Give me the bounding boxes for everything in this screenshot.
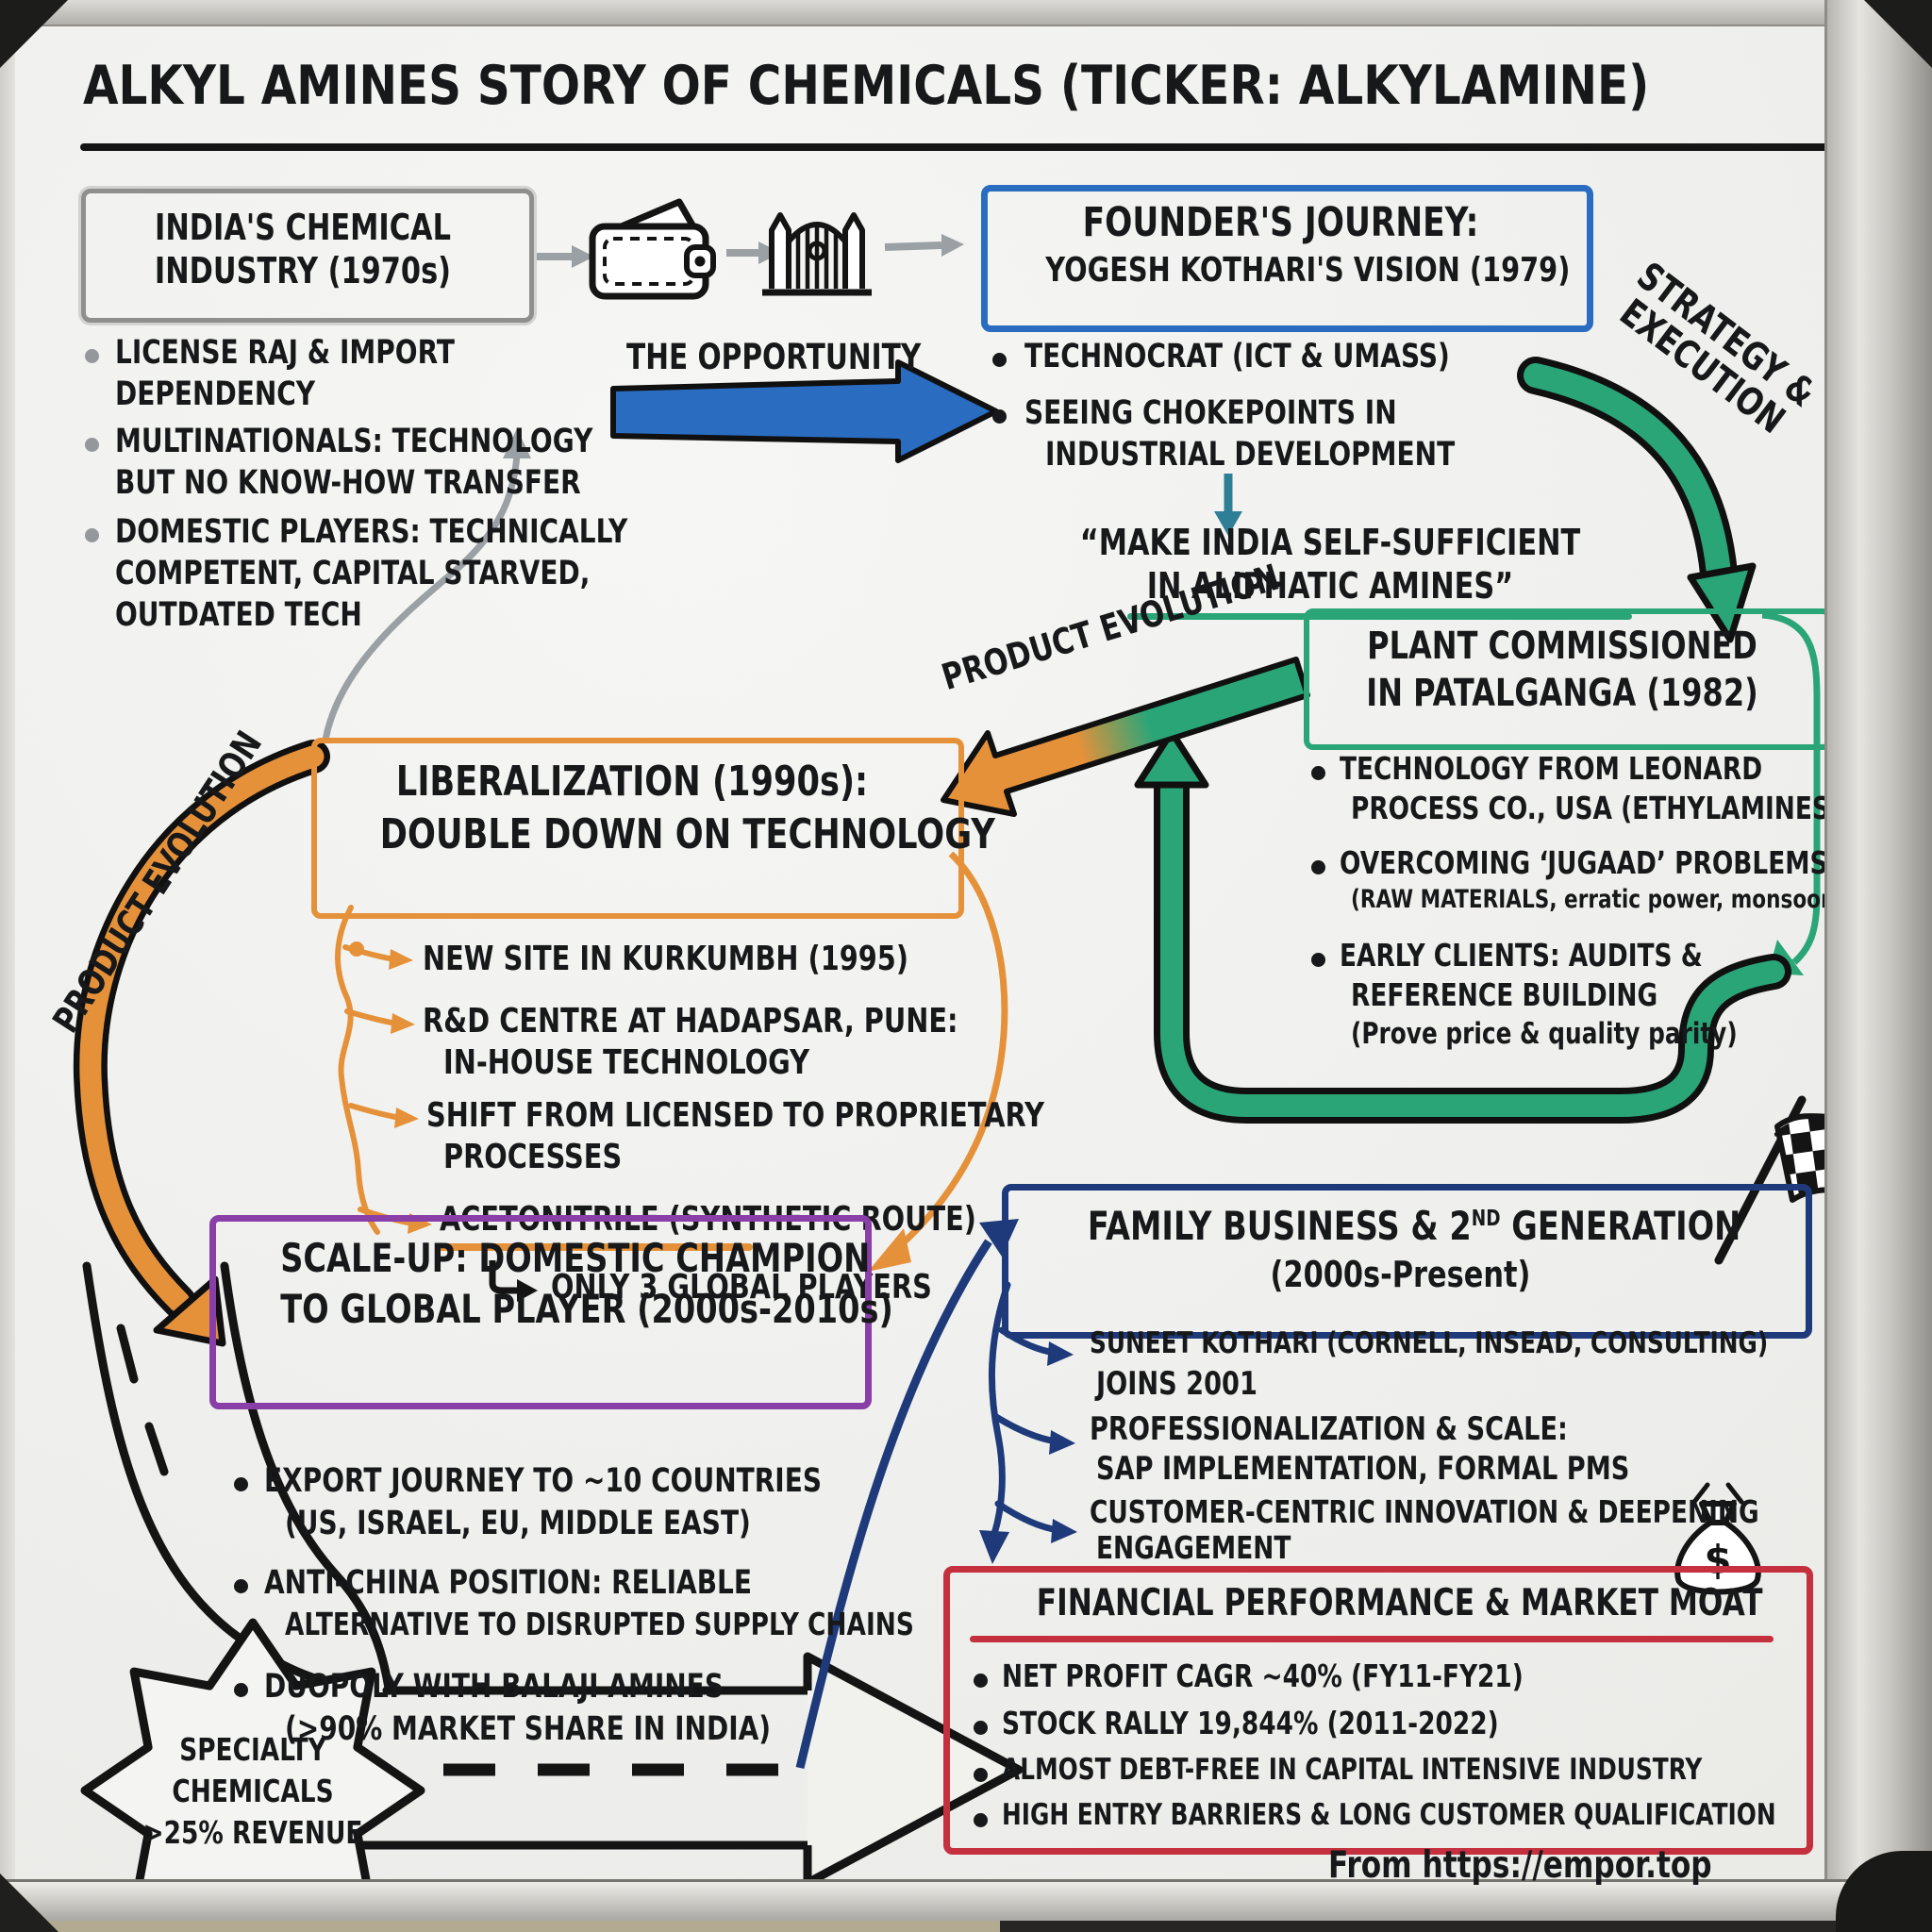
scaleup-title-2: TO GLOBAL PLAYER (2000s-2010s): [280, 1286, 893, 1332]
dollar-glyph: $: [1704, 1537, 1731, 1583]
frame-top: [0, 0, 1932, 26]
family-bullet: ENGAGEMENT: [1096, 1529, 1291, 1566]
family-branch-arrows: [979, 1281, 1077, 1564]
frame-bottom-right-strip: [1000, 1921, 1932, 1932]
financial-title: FINANCIAL PERFORMANCE & MARKET MOAT: [1036, 1582, 1763, 1624]
feedback-loop-arrow: [1134, 728, 1791, 1124]
navy-curve-arrow: [795, 1219, 1019, 1770]
scaleup-bullet: (>90% MARKET SHARE IN INDIA): [285, 1710, 772, 1748]
liberalization-box: [311, 738, 964, 919]
financial-bullet: HIGH ENTRY BARRIERS & LONG CUSTOMER QUAL…: [1002, 1798, 1776, 1832]
sub-bullet-arrow-icon: [489, 1260, 538, 1302]
lib-bullet: R&D CENTRE AT HADAPSAR, PUNE:: [423, 1002, 958, 1041]
product-evolution-arrow-mid: [941, 657, 1310, 817]
page-title: ALKYL AMINES STORY OF CHEMICALS (TICKER:…: [83, 55, 1650, 117]
family-bullet: PROFESSIONALIZATION & SCALE:: [1090, 1410, 1568, 1448]
product-evolution-arrow-left: [73, 740, 330, 1347]
lib-bullet: IN-HOUSE TECHNOLOGY: [443, 1043, 809, 1082]
india-bullet: DEPENDENCY: [115, 375, 316, 413]
family-bullet: JOINS 2001: [1096, 1365, 1257, 1403]
family-title: FAMILY BUSINESS & 2ND GENERATION: [1087, 1203, 1740, 1249]
wallet-icon: [589, 198, 716, 300]
founder-title-1: FOUNDER'S JOURNEY:: [1082, 199, 1479, 246]
scaleup-bullet: (US, ISRAEL, EU, MIDDLE EAST): [285, 1505, 751, 1542]
plant-title-1: PLANT COMMISSIONED: [1367, 625, 1757, 668]
india-bullet: MULTINATIONALS: TECHNOLOGY: [115, 423, 593, 460]
plant-bullet: OVERCOMING ‘JUGAAD’ PROBLEMS: [1340, 844, 1828, 881]
plant-bullet: (Prove price & quality parity): [1351, 1017, 1738, 1051]
star-text: >25% REVENUE: [142, 1814, 363, 1851]
plant-bullet: EARLY CLIENTS: AUDITS &: [1340, 937, 1703, 974]
india-bullet: OUTDATED TECH: [115, 596, 362, 634]
family-title-post: GENERATION: [1500, 1203, 1741, 1249]
plant-bullet: TECHNOLOGY FROM LEONARD: [1340, 750, 1763, 787]
financial-bullet: STOCK RALLY 19,844% (2011-2022): [1002, 1705, 1499, 1741]
family-bullet: SUNEET KOTHARI (CORNELL, INSEAD, CONSULT…: [1090, 1326, 1769, 1360]
gray-connector-curve: [322, 428, 531, 741]
family-title-sup: ND: [1471, 1207, 1501, 1231]
family-bullet: CUSTOMER-CENTRIC INNOVATION & DEEPENING: [1090, 1493, 1759, 1530]
india-bullet: DOMESTIC PLAYERS: TECHNICALLY: [115, 513, 628, 551]
india-industry-box: [81, 189, 534, 323]
financial-bullet: NET PROFIT CAGR ~40% (FY11-FY21): [1002, 1657, 1524, 1694]
founder-journey-box: [981, 185, 1593, 332]
opportunity-arrow: [610, 359, 999, 463]
lib-bullet: PROCESSES: [443, 1138, 623, 1176]
financial-box: [943, 1566, 1813, 1855]
money-bag-icon: $: [1674, 1482, 1761, 1595]
india-industry-title-2: INDUSTRY (1970s): [154, 250, 452, 291]
family-bullet: SAP IMPLEMENTATION, FORMAL PMS: [1096, 1450, 1630, 1488]
title-underline: [80, 143, 1854, 151]
scaleup-title-1: SCALE-UP: DOMESTIC CHAMPION: [280, 1235, 871, 1281]
plant-title-2: IN PATALGANGA (1982): [1366, 672, 1758, 715]
orange-right-curve: [868, 851, 1008, 1272]
frame-left: [0, 0, 15, 1932]
family-title-pre: FAMILY BUSINESS & 2: [1087, 1203, 1472, 1249]
road-arrow: [82, 1261, 1024, 1888]
founder-title-2: YOGESH KOTHARI'S VISION (1979): [1045, 251, 1571, 290]
scaleup-bullet: ANTI-CHINA POSITION: RELIABLE: [264, 1564, 753, 1602]
founder-quote-2: IN ALIPHATIC AMINES”: [1146, 565, 1514, 607]
founder-quote-1: “MAKE INDIA SELF-SUFFICIENT: [1079, 522, 1581, 563]
lib-bullet: SHIFT FROM LICENSED TO PROPRIETARY: [426, 1096, 1045, 1135]
star-text: CHEMICALS: [172, 1773, 334, 1809]
quote-underline: [1127, 613, 1632, 620]
financial-title-underline: [970, 1636, 1774, 1642]
lib-bullet: NEW SITE IN KURKUMBH (1995): [423, 940, 909, 978]
founder-bullet: SEEING CHOKEPOINTS IN: [1024, 394, 1397, 432]
india-bullet: COMPETENT, CAPITAL STARVED,: [115, 555, 591, 592]
family-subtitle: (2000s-Present): [1270, 1254, 1531, 1295]
specialty-star: [80, 1618, 425, 1932]
teal-down-arrow-icon: [1214, 474, 1242, 536]
acetonitrile-underline: [436, 1243, 753, 1251]
liberalization-title-1: LIBERALIZATION (1990s):: [395, 758, 869, 806]
plant-bullet: PROCESS CO., USA (ETHYLAMINES): [1351, 790, 1841, 826]
founder-bullet: INDUSTRIAL DEVELOPMENT: [1045, 436, 1456, 474]
orange-vine: [335, 905, 432, 1235]
scaleup-bullet: ALTERNATIVE TO DISRUPTED SUPPLY CHAINS: [285, 1606, 914, 1642]
strategy-arrow: [1517, 357, 1757, 643]
scaleup-box: [209, 1215, 872, 1409]
source-credit: From https://empor.top: [1328, 1844, 1712, 1887]
india-bullet: BUT NO KNOW-HOW TRANSFER: [115, 464, 581, 502]
founder-bullet: TECHNOCRAT (ICT & UMASS): [1024, 338, 1450, 375]
india-industry-title-1: INDIA'S CHEMICAL: [155, 207, 451, 248]
plant-bullet: REFERENCE BUILDING: [1351, 976, 1658, 1013]
scaleup-bullet: EXPORT JOURNEY TO ~10 COUNTRIES: [264, 1462, 823, 1500]
gate-icon: [762, 212, 872, 296]
star-text: SPECIALTY: [179, 1731, 326, 1768]
frame-right: [1824, 0, 1932, 1932]
financial-bullet: ALMOST DEBT-FREE IN CAPITAL INTENSIVE IN…: [1002, 1753, 1703, 1787]
family-business-box: [1002, 1184, 1812, 1339]
frame-bottom-left-strip: [0, 1921, 1000, 1932]
frame-tray: [0, 1879, 1932, 1924]
plant-bullet: (RAW MATERIALS, erratic power, monsoons): [1351, 885, 1857, 914]
opportunity-label: THE OPPORTUNITY: [626, 337, 922, 377]
liberalization-title-2: DOUBLE DOWN ON TECHNOLOGY: [379, 810, 995, 858]
scaleup-bullet: DUOPOLY WITH BALAJI AMINES: [264, 1668, 724, 1706]
india-bullet: LICENSE RAJ & IMPORT: [115, 334, 455, 372]
